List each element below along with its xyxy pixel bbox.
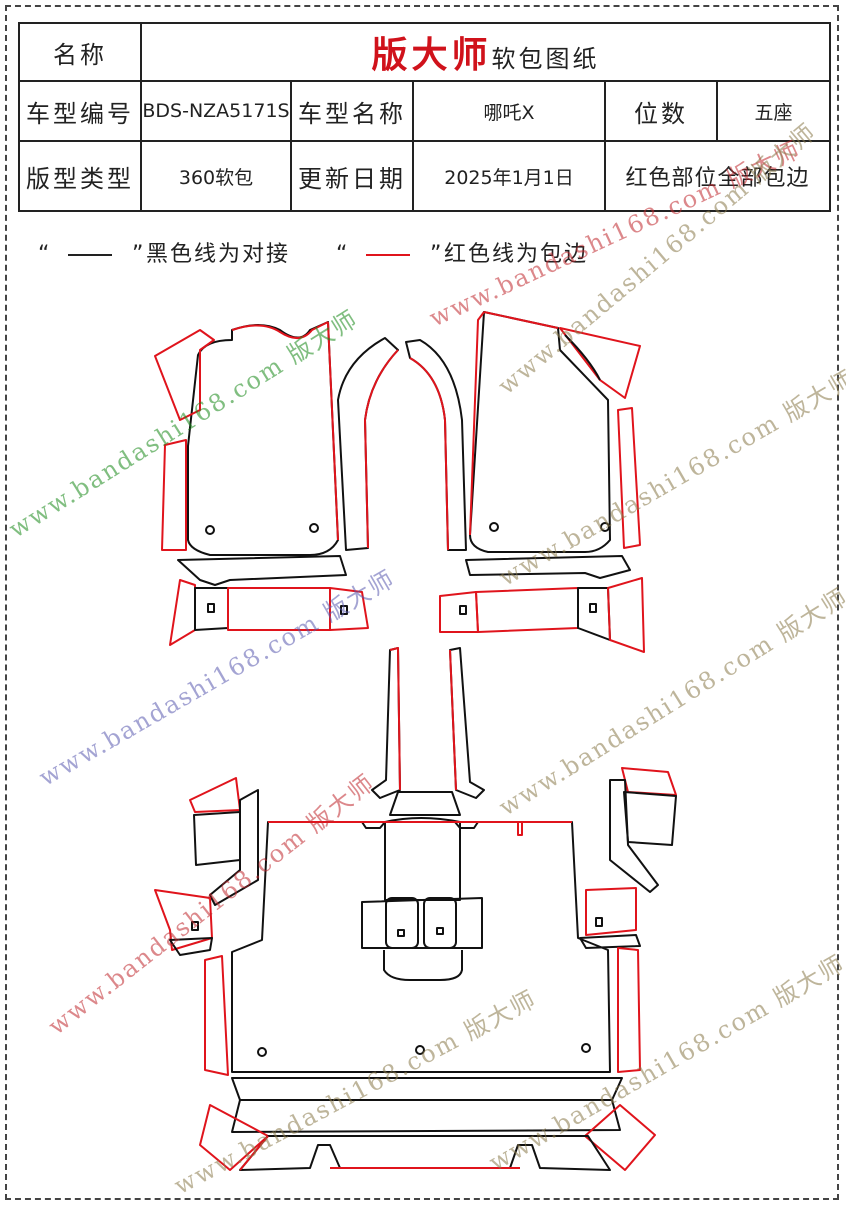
- spec-table: 名称 版大师软包图纸 车型编号 BDS-NZA5171S 车型名称 哪吒X 位数…: [18, 22, 832, 212]
- page-border: [5, 5, 839, 1200]
- type-value: 360软包: [140, 140, 292, 212]
- front-left-foot-pieces: [169, 579, 369, 646]
- rear-right-side-pieces: [579, 767, 677, 1073]
- model-code: BDS-NZA5171S: [140, 80, 292, 142]
- name-label: 名称: [18, 22, 142, 82]
- model-name-label: 车型名称: [290, 80, 414, 142]
- seats-value: 五座: [715, 80, 832, 142]
- update-label: 更新日期: [290, 140, 414, 212]
- front-left-tunnel-strip: [337, 337, 467, 551]
- rear-floor-mat: [231, 821, 611, 1073]
- update-date: 2025年1月1日: [412, 140, 606, 212]
- rear-bottom-pieces: [199, 1077, 656, 1171]
- front-right-mat: [465, 311, 641, 579]
- brand-subtitle: 软包图纸: [491, 45, 600, 73]
- center-tunnel: [361, 647, 485, 981]
- red-line-text: 红色线为包边: [444, 242, 589, 267]
- type-row: 版型类型 360软包 更新日期 2025年1月1日 红色部位全部包边: [18, 140, 832, 212]
- type-label: 版型类型: [18, 140, 142, 212]
- title-row: 名称 版大师软包图纸: [18, 22, 832, 82]
- line-legend: “”黑色线为对接 “”红色线为包边: [38, 242, 589, 267]
- brand-name: 版大师: [371, 35, 492, 76]
- model-code-label: 车型编号: [18, 80, 142, 142]
- document-title: 版大师软包图纸: [139, 22, 832, 82]
- black-line-text: 黑色线为对接: [146, 242, 291, 267]
- rear-left-side-pieces: [154, 777, 259, 1076]
- red-line-sample: [366, 254, 411, 256]
- model-name: 哪吒X: [412, 80, 606, 142]
- model-row: 车型编号 BDS-NZA5171S 车型名称 哪吒X 位数 五座: [18, 80, 832, 142]
- edge-note: 红色部位全部包边: [603, 140, 832, 212]
- seats-label: 位数: [604, 80, 718, 142]
- front-right-foot-pieces: [439, 577, 645, 653]
- black-line-sample: [68, 254, 112, 256]
- front-left-mat: [154, 321, 347, 586]
